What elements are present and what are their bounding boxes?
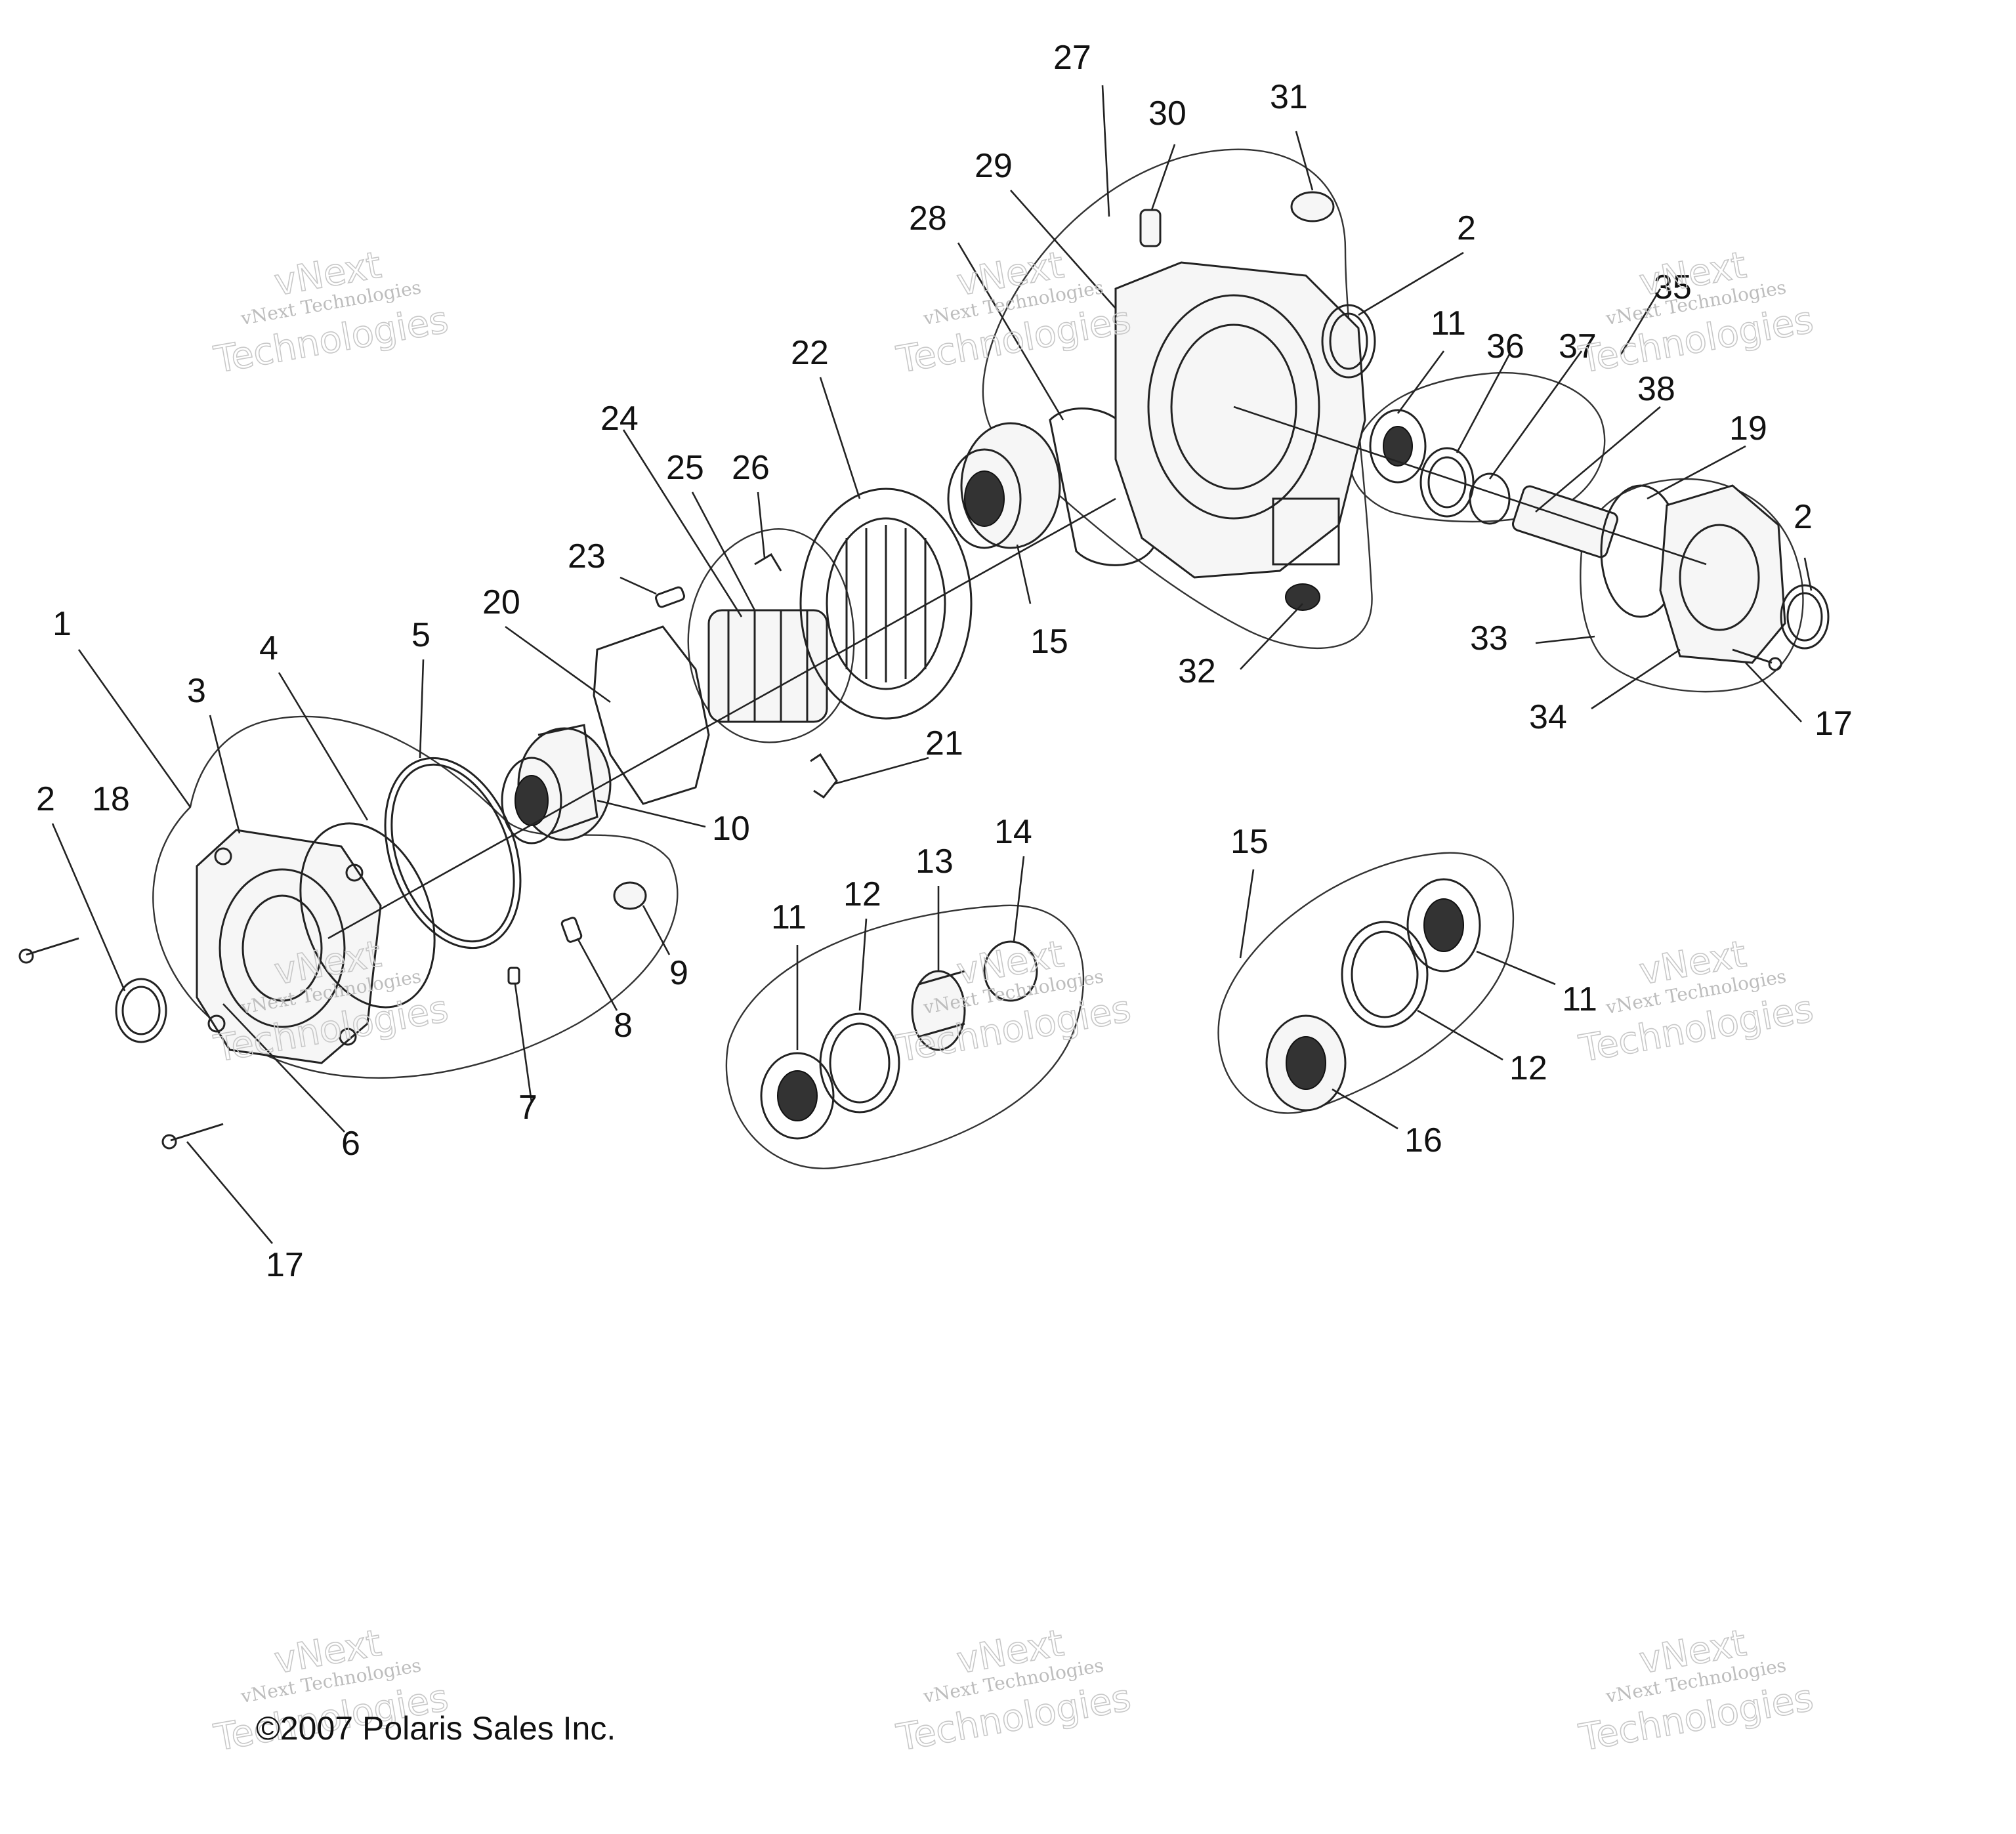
watermark-8: vNext vNext Technologies Technologies — [893, 1621, 1135, 1761]
callout-17-left: 17 — [266, 1246, 304, 1284]
watermark-2: vNext vNext Technologies Technologies — [893, 243, 1135, 383]
group-outlines — [152, 148, 1804, 1169]
callout-8: 8 — [614, 1007, 633, 1045]
callout-29: 29 — [975, 147, 1013, 185]
callout-11-lowleft: 11 — [771, 898, 807, 936]
callout-10: 10 — [712, 810, 750, 848]
callout-18: 18 — [92, 780, 130, 818]
callout-21: 21 — [925, 724, 963, 762]
callout-15-lower: 15 — [1230, 823, 1269, 861]
callout-9: 9 — [669, 954, 688, 992]
callout-37: 37 — [1559, 327, 1597, 365]
callout-16: 16 — [1404, 1121, 1442, 1159]
callout-17-right: 17 — [1815, 705, 1853, 743]
callout-25: 25 — [666, 449, 704, 487]
callout-27: 27 — [1053, 39, 1091, 77]
watermark-6: vNext vNext Technologies Technologies — [1576, 932, 1817, 1072]
callout-35: 35 — [1654, 268, 1692, 306]
callout-11-upper: 11 — [1431, 304, 1466, 343]
leader-lines — [51, 85, 1813, 1244]
callout-5: 5 — [411, 616, 430, 654]
callout-23: 23 — [568, 537, 606, 575]
callout-2-right: 2 — [1794, 498, 1813, 536]
callout-2-upper: 2 — [1457, 209, 1476, 247]
callout-32: 32 — [1178, 652, 1216, 690]
callout-3: 3 — [187, 672, 206, 710]
watermark-1: vNext vNext Technologies Technologies — [211, 243, 452, 383]
callout-30: 30 — [1148, 94, 1186, 133]
callout-15-upper: 15 — [1030, 623, 1068, 661]
callout-labels: 1 2 18 3 4 5 20 23 24 25 26 22 28 29 27 … — [36, 39, 1853, 1284]
housing-part — [1114, 261, 1366, 579]
cover-part — [196, 829, 382, 1064]
callout-14: 14 — [994, 813, 1032, 851]
callout-33: 33 — [1470, 619, 1508, 657]
callout-31: 31 — [1270, 78, 1308, 116]
callout-12-lowright: 12 — [1509, 1049, 1547, 1087]
callout-13: 13 — [915, 843, 954, 881]
callout-36: 36 — [1486, 327, 1524, 365]
callout-26: 26 — [732, 449, 770, 487]
callout-6: 6 — [341, 1125, 360, 1163]
watermark-3: vNext vNext Technologies Technologies — [1576, 243, 1817, 383]
watermark-9: vNext vNext Technologies Technologies — [1576, 1621, 1817, 1761]
callout-24: 24 — [600, 400, 639, 438]
callout-34: 34 — [1529, 698, 1567, 736]
callout-2-left: 2 — [36, 780, 55, 818]
copyright-notice: ©2007 Polaris Sales Inc. — [256, 1710, 616, 1747]
parts-art — [18, 191, 1830, 1150]
callout-4: 4 — [259, 629, 278, 667]
callout-20: 20 — [482, 583, 520, 621]
callout-11-lowright: 11 — [1562, 980, 1597, 1018]
callout-22: 22 — [791, 334, 829, 372]
callout-1: 1 — [52, 605, 72, 643]
callout-12-lowleft: 12 — [843, 875, 881, 913]
callout-7: 7 — [518, 1089, 537, 1127]
callout-38: 38 — [1637, 370, 1675, 408]
callout-19: 19 — [1729, 409, 1767, 448]
callout-28: 28 — [909, 199, 947, 238]
